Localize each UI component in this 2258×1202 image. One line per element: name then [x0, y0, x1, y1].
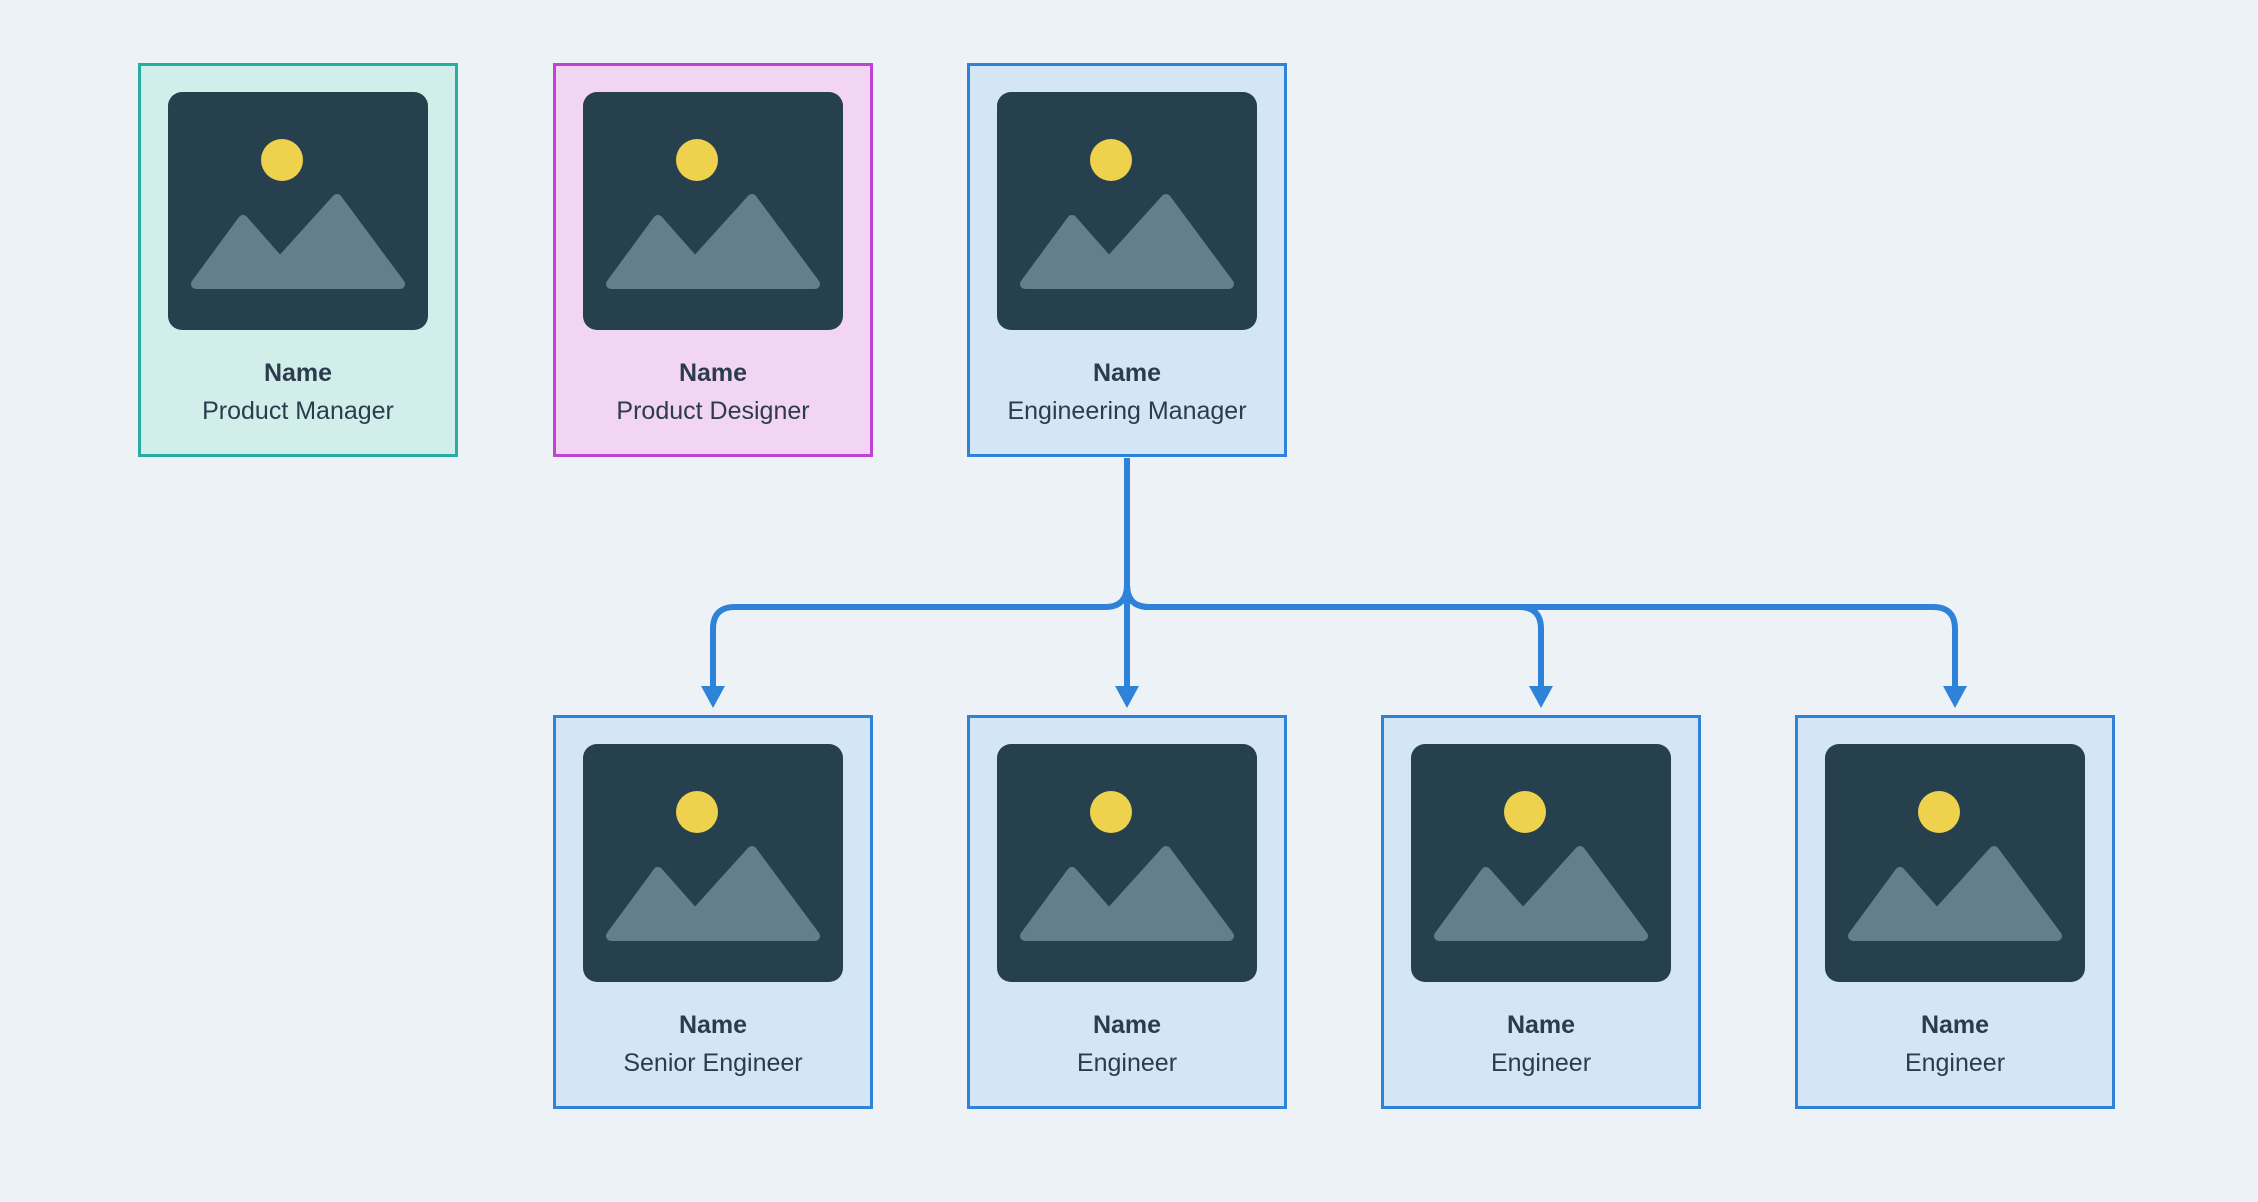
- image-placeholder-icon: [583, 92, 843, 330]
- person-name: Name: [1920, 1011, 1990, 1039]
- arrowhead-icon: [701, 686, 725, 708]
- person-role: Engineering Manager: [1007, 397, 1247, 425]
- arrowhead-icon: [1529, 686, 1553, 708]
- connector-branch-right2: [1124, 458, 1958, 688]
- card-product-designer[interactable]: Name Product Designer: [553, 63, 873, 457]
- connector-branch-left: [710, 458, 1130, 688]
- image-placeholder-icon: [583, 744, 843, 982]
- person-name: Name: [1506, 1011, 1576, 1039]
- card-engineering-manager[interactable]: Name Engineering Manager: [967, 63, 1287, 457]
- card-senior-engineer[interactable]: Name Senior Engineer: [553, 715, 873, 1109]
- person-role: Engineer: [1904, 1049, 2006, 1077]
- card-product-manager[interactable]: Name Product Manager: [138, 63, 458, 457]
- person-role: Senior Engineer: [623, 1049, 803, 1077]
- arrowhead-icon: [1115, 686, 1139, 708]
- person-name: Name: [678, 1011, 748, 1039]
- image-placeholder-icon: [997, 744, 1257, 982]
- image-placeholder-icon: [1825, 744, 2085, 982]
- person-name: Name: [263, 359, 333, 387]
- person-name: Name: [678, 359, 748, 387]
- card-engineer-1[interactable]: Name Engineer: [967, 715, 1287, 1109]
- arrowhead-icon: [1943, 686, 1967, 708]
- person-name: Name: [1092, 1011, 1162, 1039]
- connector-branch-right1: [1124, 458, 1544, 688]
- card-engineer-2[interactable]: Name Engineer: [1381, 715, 1701, 1109]
- card-engineer-3[interactable]: Name Engineer: [1795, 715, 2115, 1109]
- image-placeholder-icon: [1411, 744, 1671, 982]
- image-placeholder-icon: [997, 92, 1257, 330]
- person-name: Name: [1092, 359, 1162, 387]
- person-role: Engineer: [1490, 1049, 1592, 1077]
- image-placeholder-icon: [168, 92, 428, 330]
- person-role: Engineer: [1076, 1049, 1178, 1077]
- person-role: Product Manager: [202, 397, 394, 425]
- person-role: Product Designer: [616, 397, 810, 425]
